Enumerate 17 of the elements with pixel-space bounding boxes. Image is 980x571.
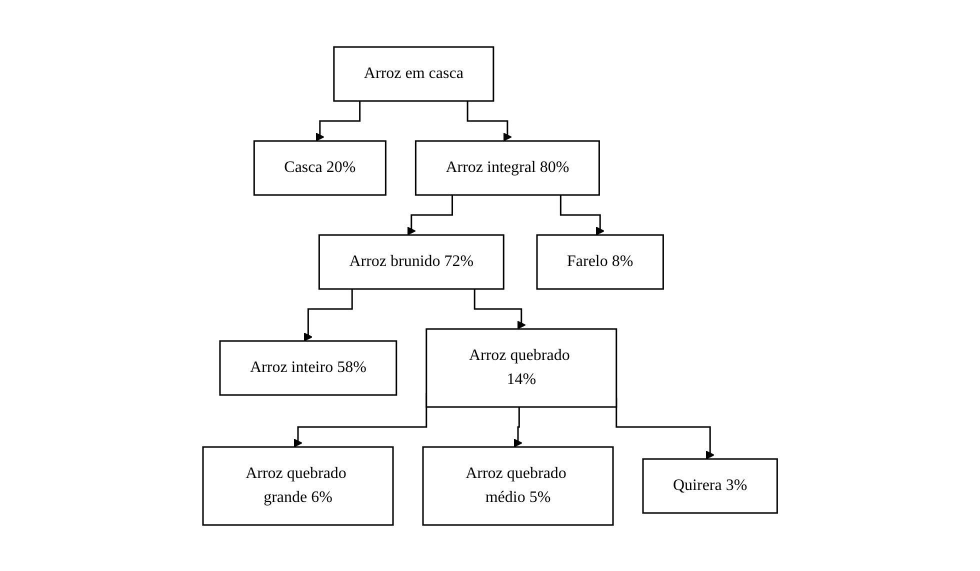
- node-box: Arroz integral 80%: [414, 140, 600, 196]
- arrow: [514, 406, 522, 447]
- arrow: [466, 100, 512, 141]
- node-box: Arroz brunido 72%: [318, 234, 504, 290]
- arrow: [304, 288, 353, 341]
- arrow: [474, 288, 526, 329]
- node-box: Arroz quebrado médio 5%: [422, 446, 614, 526]
- node-box: Arroz em casca: [333, 46, 494, 102]
- arrow: [406, 194, 453, 235]
- node-box: Arroz quebrado 14%: [426, 328, 618, 408]
- node-box: Farelo 8%: [536, 234, 664, 290]
- node-box: Arroz inteiro 58%: [219, 340, 398, 396]
- arrow: [315, 100, 360, 141]
- node-box: Quirera 3%: [642, 458, 778, 514]
- arrow: [560, 194, 604, 235]
- node-box: Casca 20%: [253, 140, 386, 196]
- node-box: Arroz quebrado grande 6%: [202, 446, 394, 526]
